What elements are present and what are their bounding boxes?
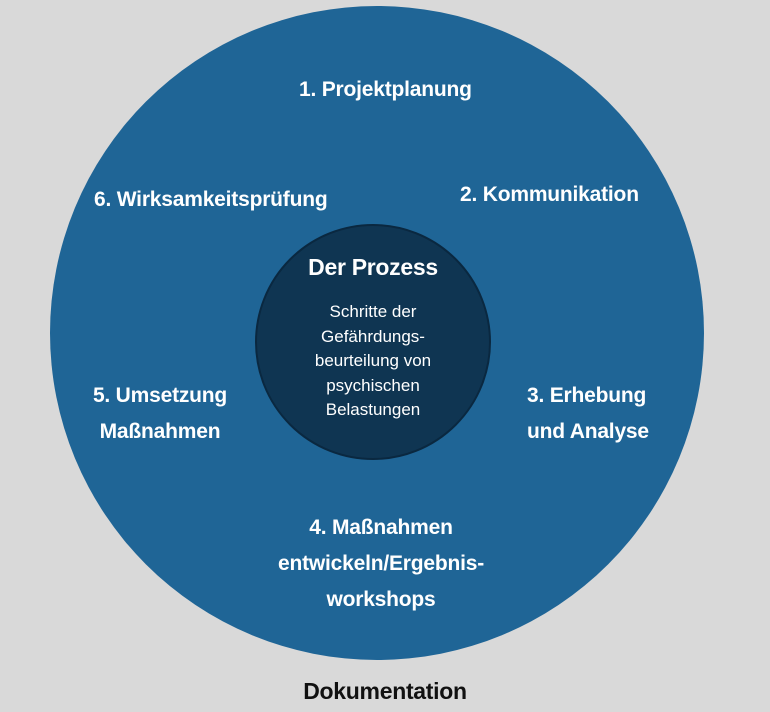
- step-4-massnahmen-entwickeln: 4. Maßnahmen entwickeln/Ergebnis- worksh…: [250, 510, 512, 618]
- center-title: Der Prozess: [308, 254, 438, 280]
- step-label: 6. Wirksamkeitsprüfung: [94, 188, 328, 211]
- inner-process-circle: [255, 224, 491, 460]
- center-subtitle-line: Gefährdungs-: [321, 326, 425, 346]
- step-6-wirksamkeitspruefung: 6. Wirksamkeitsprüfung: [94, 182, 328, 218]
- step-label: Maßnahmen: [99, 420, 221, 443]
- step-label: und Analyse: [527, 420, 649, 443]
- step-5-umsetzung-massnahmen: 5. Umsetzung Maßnahmen: [80, 378, 240, 450]
- center-subtitle-line: Schritte der: [329, 302, 417, 321]
- step-label: 3. Erhebung: [527, 384, 647, 407]
- step-label: 5. Umsetzung: [92, 384, 228, 407]
- center-subtitle-line: beurteilung von: [314, 351, 432, 370]
- footer-dokumentation: Dokumentation: [303, 678, 467, 704]
- step-1-projektplanung: 1. Projektplanung: [299, 72, 472, 108]
- step-2-kommunikation: 2. Kommunikation: [460, 177, 639, 213]
- step-label: 4. Maßnahmen: [309, 516, 453, 539]
- center-subtitle: Schritte der Gefährdungs- beurteilung vo…: [256, 300, 490, 423]
- step-label: 2. Kommunikation: [460, 183, 639, 206]
- step-3-erhebung-analyse: 3. Erhebung und Analyse: [527, 378, 649, 450]
- center-subtitle-line: Belastungen: [325, 400, 421, 419]
- step-label: workshops: [326, 588, 436, 611]
- step-label: entwickeln/Ergebnis-: [277, 552, 485, 575]
- center-subtitle-line: psychischen: [326, 375, 420, 395]
- step-label: 1. Projektplanung: [299, 78, 472, 101]
